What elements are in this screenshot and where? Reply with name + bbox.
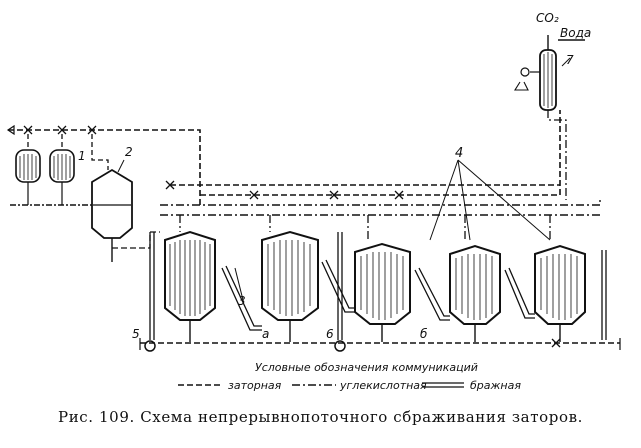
label-water: Вода: [560, 26, 591, 40]
legend-wash-swatch: [422, 382, 464, 388]
label-5: 5: [132, 327, 140, 341]
fermenter-1: [164, 230, 216, 342]
mash-line-top: [6, 110, 561, 205]
label-1: 1: [78, 149, 86, 163]
label-b: б: [420, 327, 428, 341]
figure-caption: Рис. 109. Схема непрерывнопоточного сбра…: [58, 408, 583, 426]
label-6: 6: [326, 327, 334, 341]
co2-washer-7: [514, 35, 585, 111]
label-co2: CO₂: [536, 11, 559, 25]
legend-mash-label: заторная: [228, 379, 282, 392]
label-2: 2: [125, 145, 133, 159]
legend-co2-label: углекислотная: [339, 379, 427, 392]
label-3: 3: [238, 294, 246, 308]
bottom-collector-line: [139, 338, 621, 352]
fermenter-4: [449, 244, 501, 342]
legend: Условные обозначения коммуникаций заторн…: [178, 361, 521, 392]
legend-title: Условные обозначения коммуникаций: [255, 361, 478, 374]
valve-icon: [23, 125, 404, 200]
fermenter-2: [261, 230, 319, 342]
leader-lines: [117, 57, 571, 301]
label-7: 7: [566, 53, 574, 67]
legend-wash-label: бражная: [470, 379, 521, 392]
fermenter-3: [354, 242, 411, 342]
wash-transfer-pipes: [149, 232, 607, 340]
label-4: 4: [455, 146, 463, 161]
co2-lines: [160, 110, 601, 240]
label-a: а: [262, 327, 269, 341]
fermenter-5: [534, 244, 586, 342]
pump-6-icon: [334, 340, 346, 352]
pump-5-icon: [144, 340, 156, 352]
yeast-generator-1: [10, 149, 92, 206]
